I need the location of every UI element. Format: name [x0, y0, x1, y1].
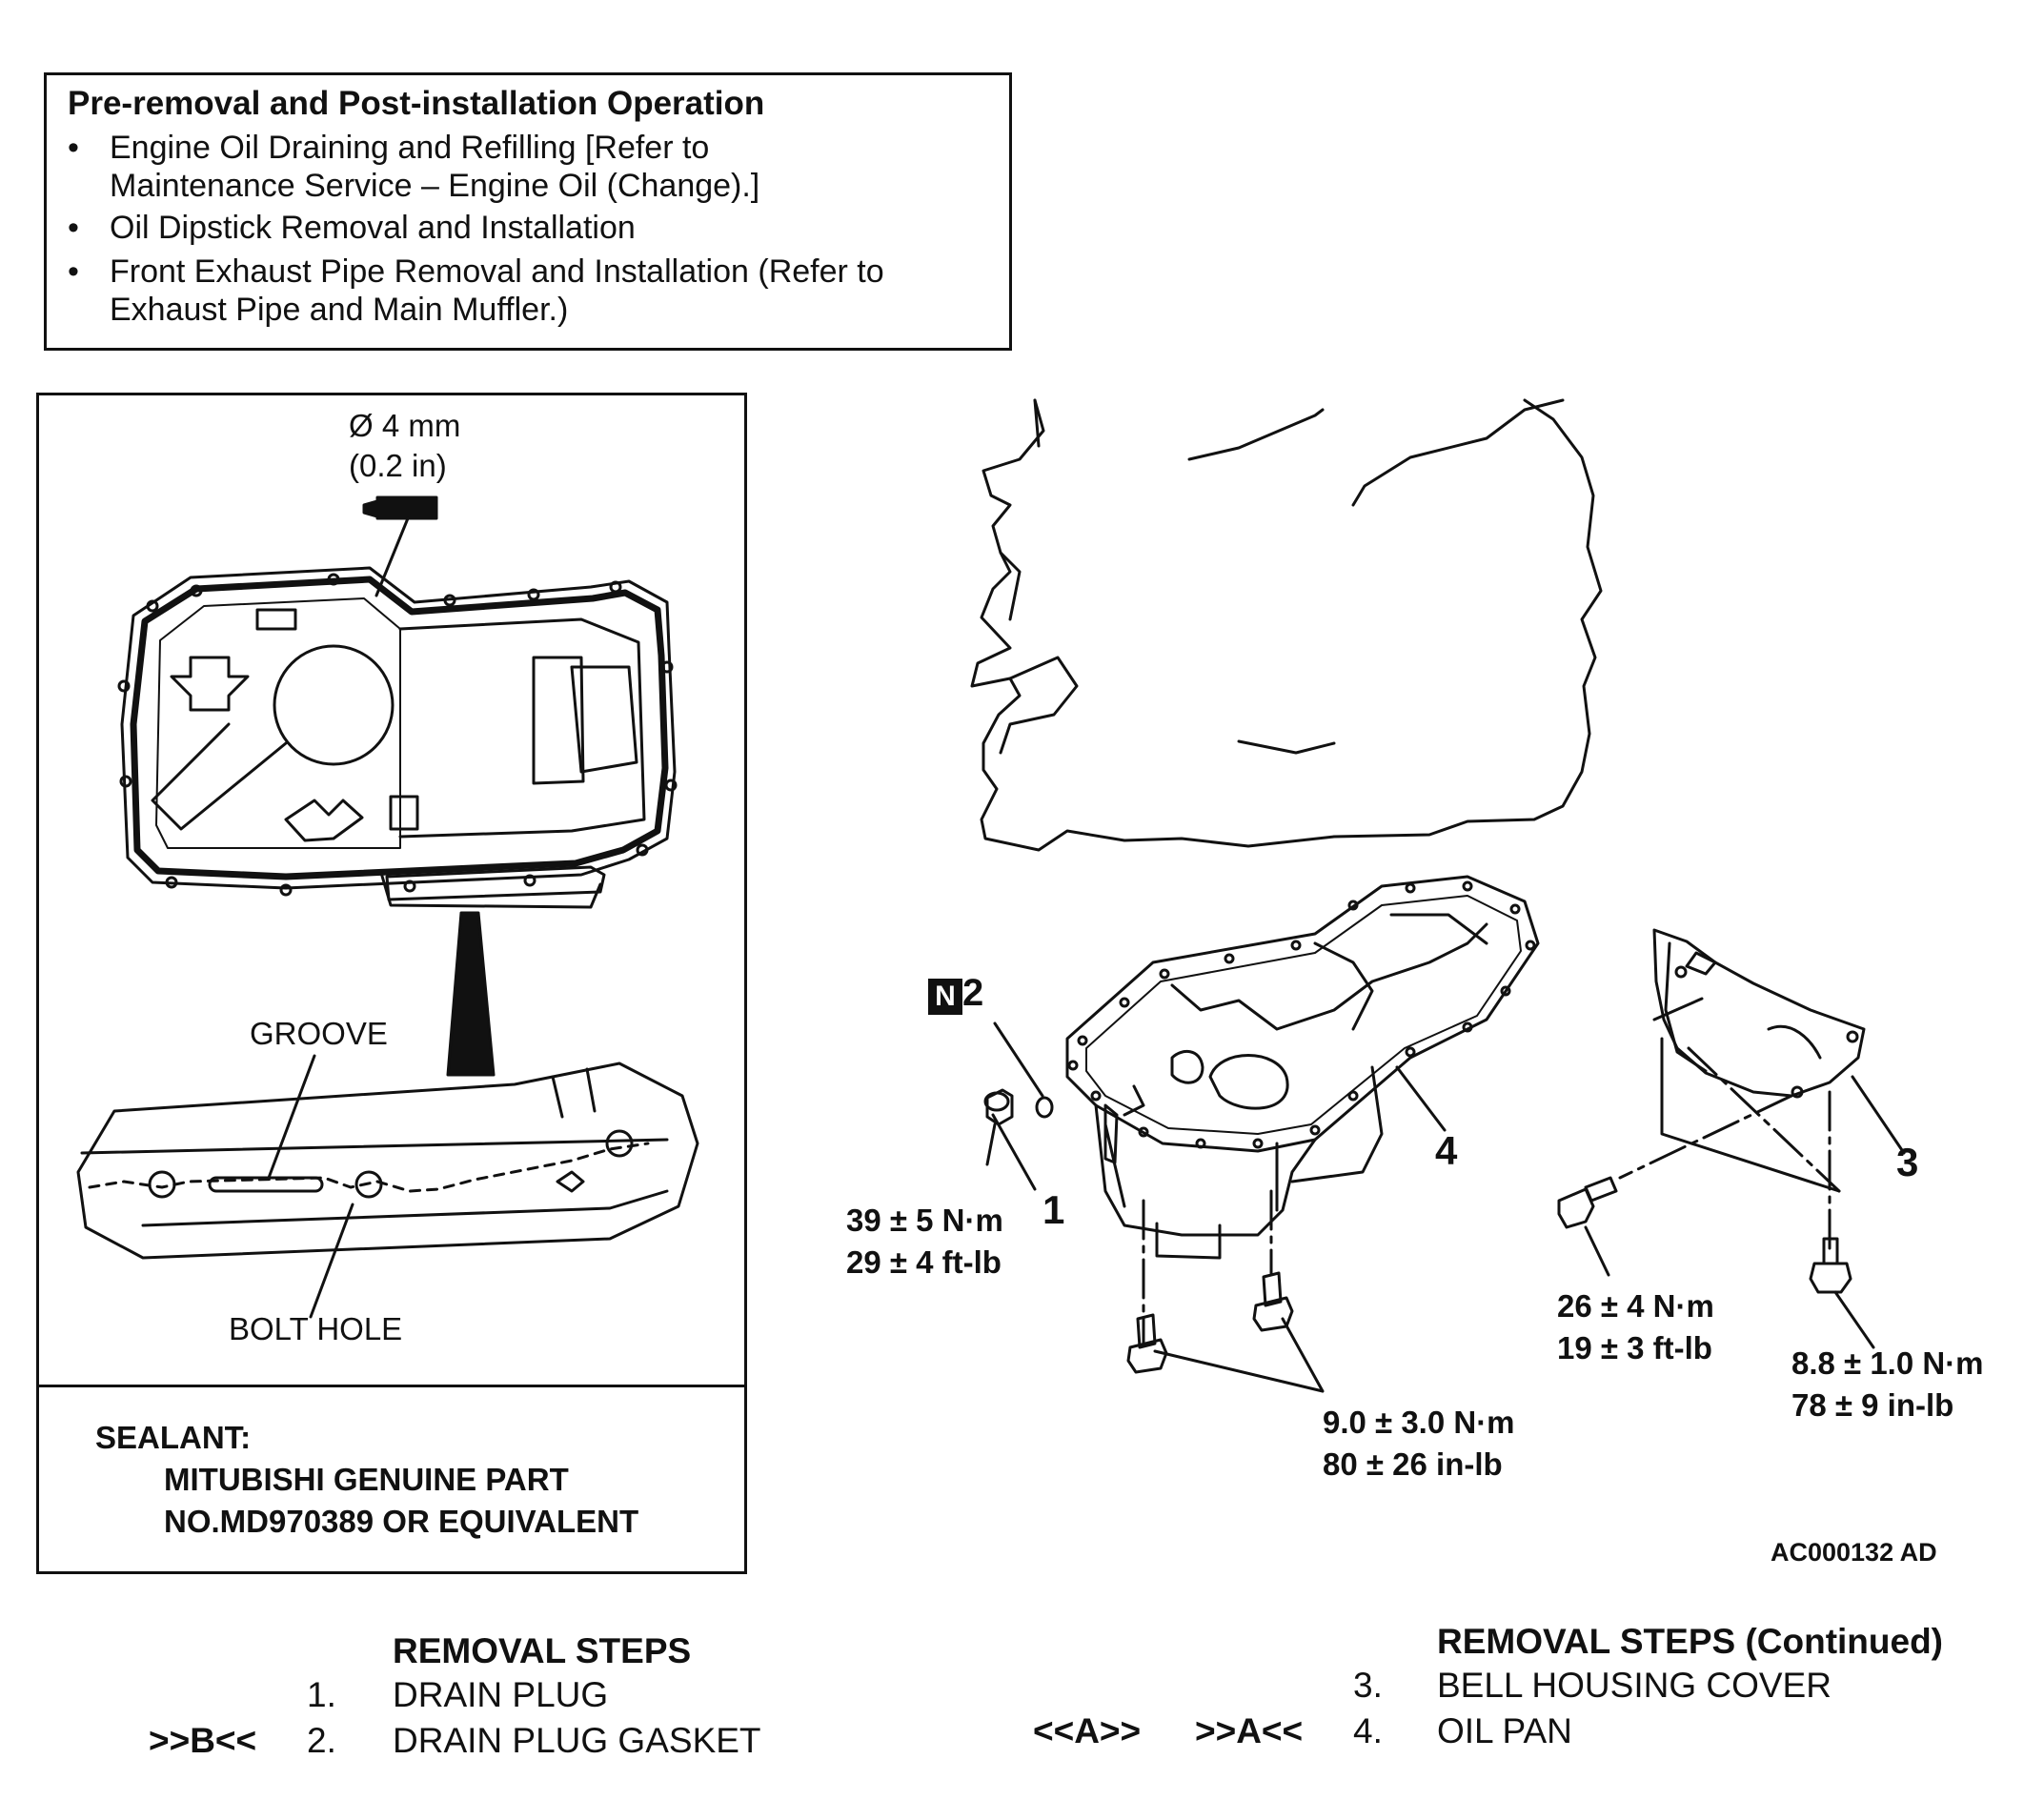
cover-bolt-torque-ftlb: 19 ± 3 ft-lb — [1557, 1330, 1712, 1365]
groove-detail — [76, 1054, 699, 1319]
step-ref: >>A<< — [1195, 1711, 1304, 1750]
pre-removal-box: Pre-removal and Post-installation Operat… — [44, 72, 1012, 351]
drain-plug-gasket-icon — [1035, 1096, 1054, 1119]
removal-steps-heading: REMOVAL STEPS — [393, 1631, 692, 1670]
pre-removal-item: •Engine Oil Draining and Refilling [Refe… — [68, 130, 760, 204]
part1-callout: 1 — [1042, 1187, 1065, 1232]
sealant-panel-divider — [39, 1385, 744, 1387]
drain-plug-torque-nm: 39 ± 5 N·m — [846, 1203, 1003, 1238]
bead-diameter-label: Ø 4 mm — [349, 408, 461, 443]
step-name: DRAIN PLUG GASKET — [393, 1721, 761, 1760]
drain-plug-icon — [983, 1088, 1014, 1126]
part3-callout: 3 — [1896, 1140, 1919, 1184]
cover-bolt-icon — [1557, 1176, 1618, 1277]
step-name: OIL PAN — [1437, 1711, 1572, 1750]
small-bolt-torque-nm: 8.8 ± 1.0 N·m — [1791, 1345, 1984, 1381]
step-name: DRAIN PLUG — [393, 1675, 609, 1714]
bolt-hole-label: BOLT HOLE — [229, 1311, 403, 1346]
sealant-tube-icon — [362, 495, 438, 597]
groove-label: GROOVE — [250, 1016, 388, 1051]
drain-torque-leader — [985, 1122, 997, 1166]
step-name: BELL HOUSING COVER — [1437, 1666, 1832, 1705]
oil-pan-top-view — [117, 566, 678, 909]
detail-pointer-icon — [446, 911, 496, 1077]
cover-bolt-torque-nm: 26 ± 4 N·m — [1557, 1288, 1714, 1324]
pan-bolt-leader — [1153, 1317, 1325, 1393]
small-bolt-torque-inlb: 78 ± 9 in-lb — [1791, 1387, 1954, 1423]
step-number: 1. — [307, 1675, 336, 1714]
small-bolt-icon — [1809, 1237, 1875, 1349]
sealant-part-name: MITUBISHI GENUINE PART — [164, 1462, 569, 1497]
pan-bolt-icon — [1126, 1313, 1168, 1374]
pan-bolt-icon — [1252, 1271, 1294, 1332]
pre-removal-title: Pre-removal and Post-installation Operat… — [68, 85, 765, 122]
bead-diameter-in-label: (0.2 in) — [349, 448, 447, 483]
pre-removal-item: •Oil Dipstick Removal and Installation — [68, 210, 636, 246]
step-ref: >>B<< — [149, 1721, 257, 1760]
oil-pan-3d — [1065, 875, 1540, 1345]
sealant-panel — [36, 393, 747, 1574]
sealant-heading: SEALANT: — [95, 1420, 252, 1455]
step-ref-install: <<A>> — [1033, 1711, 1142, 1750]
figure-code: AC000132 AD — [1771, 1538, 1937, 1567]
part2-leader — [993, 1021, 1044, 1098]
engine-block-outline — [970, 398, 1603, 852]
pre-removal-item: •Front Exhaust Pipe Removal and Installa… — [68, 253, 884, 328]
step-number: 4. — [1353, 1711, 1383, 1750]
removal-steps-continued-heading: REMOVAL STEPS (Continued) — [1437, 1622, 1944, 1661]
drain-plug-torque-ftlb: 29 ± 4 ft-lb — [846, 1244, 1002, 1280]
step-number: 2. — [307, 1721, 336, 1760]
part1-leader — [991, 1113, 1037, 1191]
bell-housing-cover — [1618, 928, 1906, 1250]
part4-leader — [1395, 1065, 1447, 1132]
pan-bolt-torque-nm: 9.0 ± 3.0 N·m — [1323, 1405, 1515, 1440]
step-number: 3. — [1353, 1666, 1383, 1705]
part4-callout: 4 — [1435, 1128, 1458, 1173]
sealant-part-number: NO.MD970389 OR EQUIVALENT — [164, 1504, 639, 1539]
pan-bolt-torque-inlb: 80 ± 26 in-lb — [1323, 1446, 1503, 1482]
new-part-badge: N — [928, 979, 962, 1015]
